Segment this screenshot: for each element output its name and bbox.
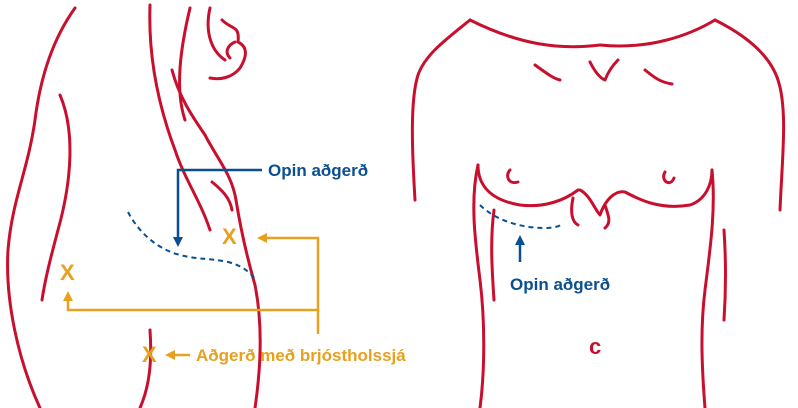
side-open-arrow [178,170,262,242]
figure-letter: c [589,334,601,359]
port-marker-upper: X [222,224,237,249]
port-marker-legend: X [142,342,157,367]
side-open-incision-line [128,212,256,280]
front-open-label: Opin aðgerð [510,275,610,294]
thoracoscopy-arrow-left [68,296,318,310]
side-open-label: Opin aðgerð [268,161,368,180]
thoracoscopy-arrow-upper [262,238,318,334]
thoracoscopy-label: Aðgerð með brjóstholssjá [196,346,406,365]
port-marker-lower: X [60,260,75,285]
